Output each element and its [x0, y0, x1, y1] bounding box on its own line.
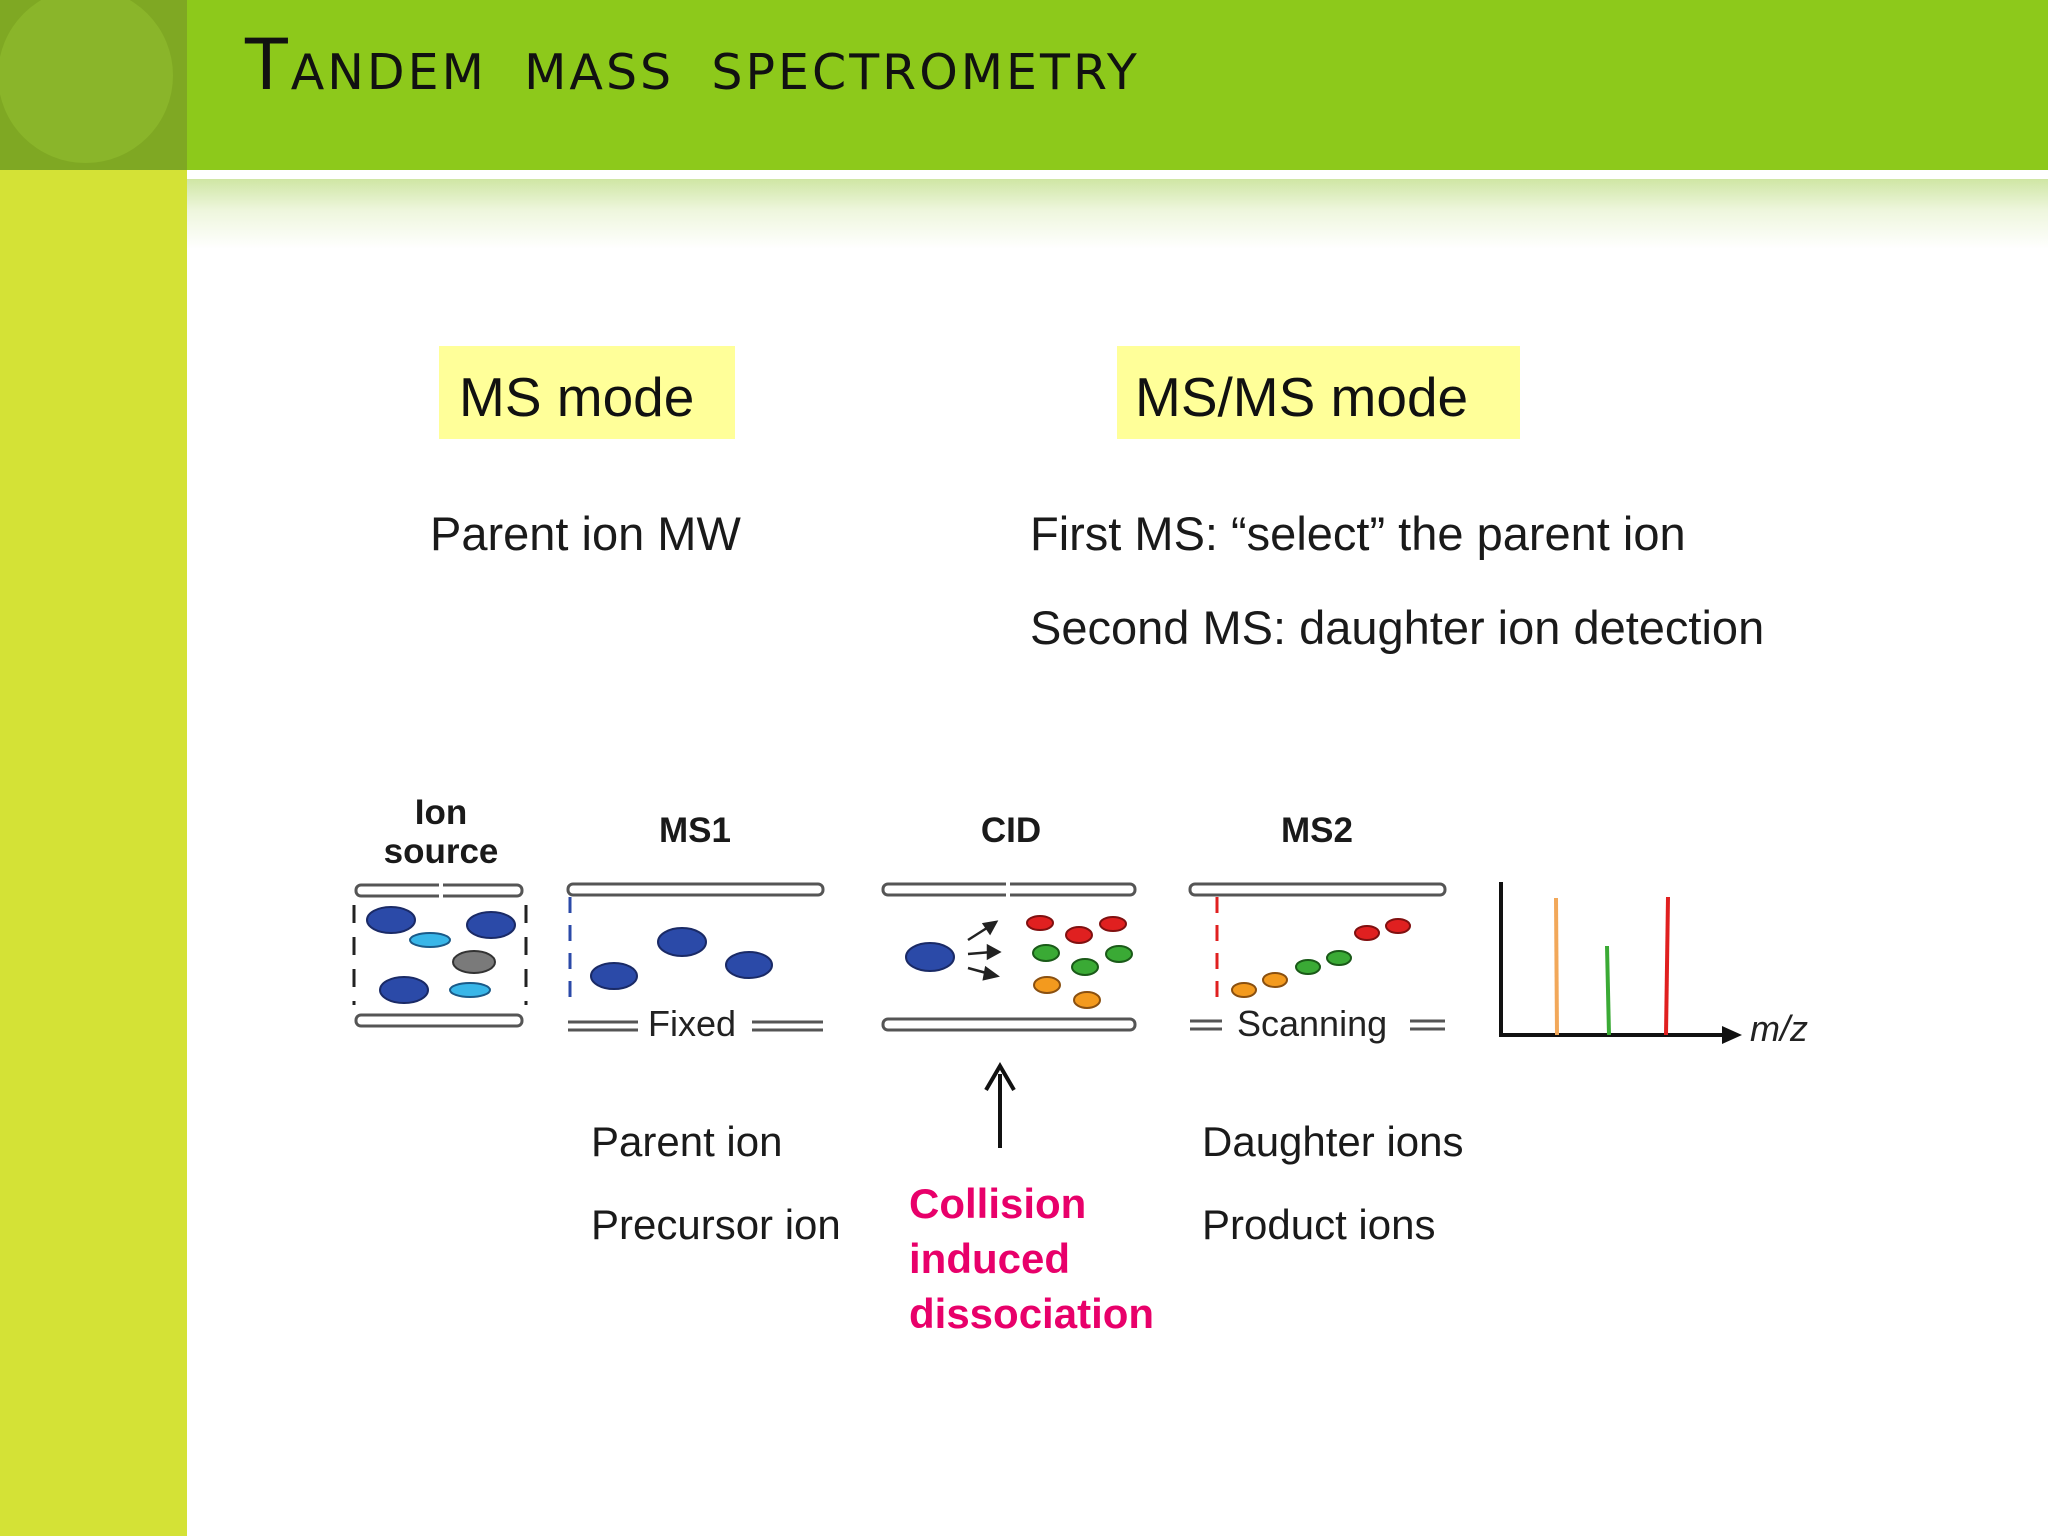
- product-ions-label: Product ions: [1202, 1201, 1436, 1248]
- ion-source-line1: Ion: [414, 793, 468, 832]
- ms-mode-label: MS mode: [439, 346, 735, 439]
- cid-chamber: [881, 882, 1137, 1032]
- precursor-ion-label: Precursor ion: [591, 1201, 841, 1248]
- title-divider: [187, 170, 2048, 179]
- title-bar: [187, 0, 2048, 170]
- mass-spectrum-plot: [1499, 882, 1742, 1044]
- collision-line2: induced: [909, 1235, 1071, 1282]
- ms1-chamber: [566, 882, 825, 1032]
- ion-source-line2: source: [383, 832, 499, 871]
- msms-second-ms: Second MS: daughter ion detection: [1030, 601, 1765, 654]
- cid-label: CID: [980, 811, 1042, 850]
- msms-first-ms: First MS: “select” the parent ion: [1030, 507, 1686, 560]
- fixed-label: Fixed: [648, 1003, 737, 1044]
- slide-title: Tandem mass spectrometry: [245, 24, 1140, 106]
- mz-axis-label: m/z: [1750, 1008, 1808, 1049]
- collision-induced-dissociation-label: Collision induced dissociation: [909, 1176, 1154, 1341]
- collision-line3: dissociation: [909, 1290, 1155, 1337]
- msms-mode-label: MS/MS mode: [1117, 346, 1520, 439]
- parent-ion-label: Parent ion: [591, 1118, 783, 1165]
- sidebar-strip: [0, 0, 187, 1536]
- corner-circle-decoration: [0, 0, 173, 163]
- fragmentation-arrows: [967, 920, 1002, 981]
- msms-mode-text: MS/MS mode: [1135, 366, 1469, 428]
- ms-mode-description: Parent ion MW: [430, 507, 741, 560]
- ms2-label: MS2: [1281, 811, 1353, 850]
- scanning-label: Scanning: [1237, 1003, 1388, 1044]
- ms-mode-text: MS mode: [459, 366, 695, 428]
- daughter-ions-label: Daughter ions: [1202, 1118, 1464, 1165]
- collision-arrow: [984, 1062, 1016, 1148]
- ion-source-chamber: [352, 883, 528, 1028]
- ms1-label: MS1: [659, 811, 731, 850]
- corner-block: [0, 0, 187, 170]
- ms2-chamber: [1188, 882, 1447, 1031]
- collision-line1: Collision: [909, 1180, 1087, 1227]
- title-gradient: [187, 179, 2048, 249]
